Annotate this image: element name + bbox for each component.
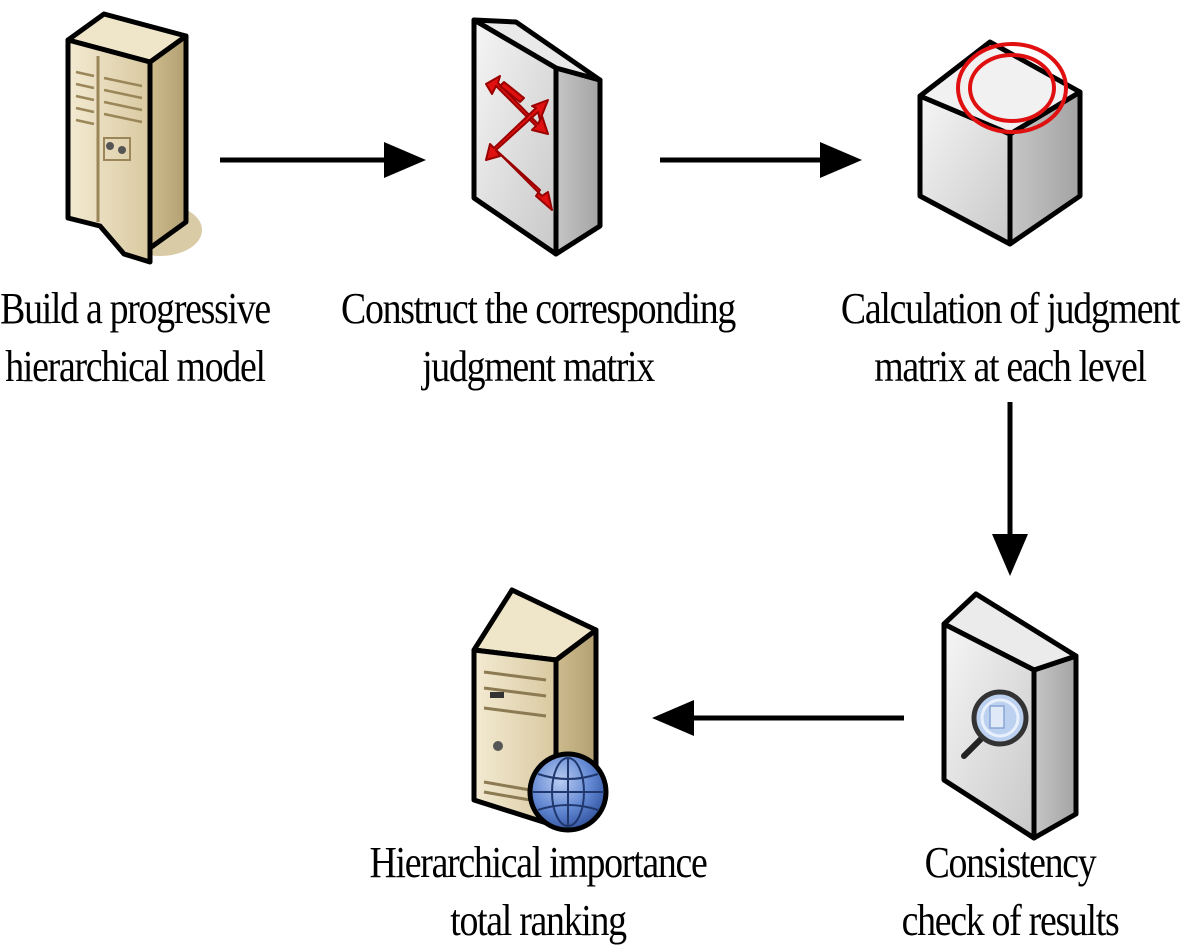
step-label-construct: Construct the corresponding judgment mat… xyxy=(333,280,742,396)
step-label-calculate-line2: matrix at each level xyxy=(874,342,1147,391)
arrow-check-to-ranking xyxy=(652,700,904,736)
step-label-build: Build a progressive hierarchical model xyxy=(0,280,277,396)
magnifier-server-icon xyxy=(941,591,1079,841)
step-label-calculate-line1: Calculation of judgment xyxy=(840,284,1180,333)
step-label-construct-line1: Construct the corresponding xyxy=(341,284,736,333)
step-label-build-line1: Build a progressive xyxy=(0,284,271,333)
network-switch-icon xyxy=(471,17,603,257)
router-cube-icon xyxy=(917,39,1083,247)
step-label-check-line1: Consistency xyxy=(924,838,1097,887)
step-label-ranking: Hierarchical importance total ranking xyxy=(359,834,717,950)
arrow-build-to-construct xyxy=(220,142,426,178)
step-label-build-line2: hierarchical model xyxy=(5,342,266,391)
step-label-check-line2: check of results xyxy=(901,896,1120,945)
tower-server-icon xyxy=(65,11,202,265)
step-label-ranking-line1: Hierarchical importance xyxy=(369,838,708,887)
step-label-ranking-line2: total ranking xyxy=(450,896,627,945)
arrow-construct-to-calculate xyxy=(660,142,862,178)
step-label-check: Consistency check of results xyxy=(881,834,1139,950)
arrow-calculate-to-check xyxy=(992,402,1028,576)
step-label-calculate: Calculation of judgment matrix at each l… xyxy=(838,280,1181,396)
step-label-construct-line2: judgment matrix xyxy=(422,342,655,391)
web-server-globe-icon xyxy=(471,587,609,833)
